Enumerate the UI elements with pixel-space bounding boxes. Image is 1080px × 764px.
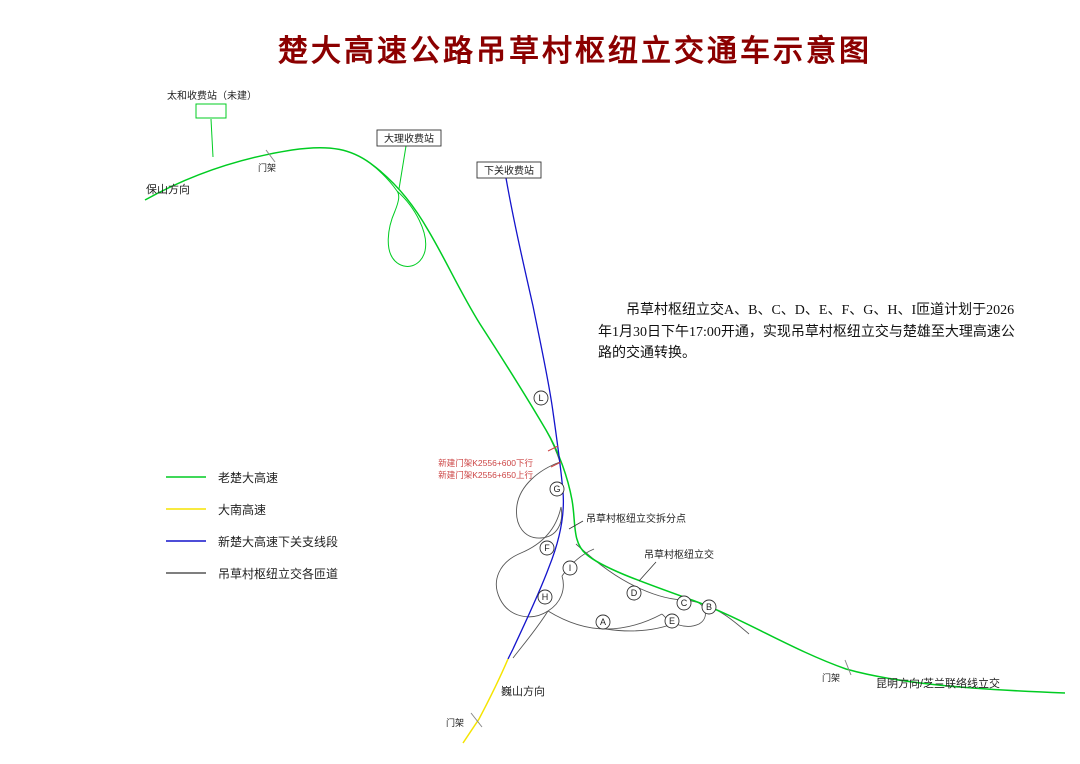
legend-label-interchange-ramps: 吊草村枢纽立交各匝道 xyxy=(218,566,339,581)
kunming-direction-label: 昆明方向/芝兰联络线立交 xyxy=(876,676,1000,690)
interchange-ramp xyxy=(516,461,563,539)
legend-label-danan-expressway: 大南高速 xyxy=(218,502,267,517)
ramp-badge-circle xyxy=(701,599,717,615)
legend: 老楚大高速 大南高速 新楚大高速下关支线段 吊草村枢纽立交各匝道 xyxy=(164,468,338,582)
interchange-ramp xyxy=(685,599,750,635)
ramp-badge-C: C xyxy=(676,595,692,611)
baoshan-direction-label: 保山方向 xyxy=(146,182,190,196)
gantry-tick-right xyxy=(844,659,852,676)
legend-row-old-expressway: 老楚大高速 xyxy=(164,468,338,486)
ramp-badge-letter: E xyxy=(669,616,675,626)
interchange-leader xyxy=(638,561,657,582)
old-expressway-road xyxy=(144,146,1066,694)
new-gantry-down-label: 新建门架K2556+600下行 xyxy=(438,458,533,468)
ramp-badge-letter: D xyxy=(631,588,638,598)
interchange-label: 吊草村枢纽立交 xyxy=(644,548,714,561)
ramp-badge-letter: B xyxy=(706,602,712,612)
ramp-badge-letter: A xyxy=(600,617,606,627)
ramp-badge-circle xyxy=(533,390,549,406)
ramp-badge-circle xyxy=(664,613,680,629)
legend-row-danan-expressway: 大南高速 xyxy=(164,500,338,518)
dali-station-label: 大理收费站 xyxy=(384,132,434,145)
gantry-tick-bottom xyxy=(470,712,483,728)
ramp-badge-letter: F xyxy=(544,543,550,553)
legend-swatch-old-expressway xyxy=(166,476,206,478)
ramp-badge-I: I xyxy=(562,560,578,576)
new-gantry-tick-up xyxy=(550,461,562,468)
ramp-badge-A: A xyxy=(595,614,611,630)
legend-label-xiaguan-branch: 新楚大高速下关支线段 xyxy=(218,534,339,549)
dali-station-connector xyxy=(398,145,407,190)
legend-swatch-danan-expressway xyxy=(166,508,206,510)
old-expressway xyxy=(144,118,1066,694)
page-title: 楚大高速公路吊草村枢纽立交通车示意图 xyxy=(278,35,872,68)
split-point-leader xyxy=(568,520,584,530)
ramp-badge-letter: G xyxy=(553,484,560,494)
legend-label-old-expressway: 老楚大高速 xyxy=(218,470,279,485)
ramp-badge-letter: L xyxy=(538,393,543,403)
interchange-ramp xyxy=(496,506,564,618)
ramp-badge-letter: H xyxy=(542,592,549,602)
ramp-badge-L: L xyxy=(533,390,549,406)
gantry-tick-top xyxy=(265,149,276,163)
ramp-badge-letter: I xyxy=(569,563,572,573)
ramp-badge-E: E xyxy=(664,613,680,629)
interchange-ramp xyxy=(512,610,549,659)
split-point-label: 吊草村枢纽立交拆分点 xyxy=(586,512,686,525)
gantry-label-bottom: 门架 xyxy=(446,717,464,728)
ramp-badge-circle xyxy=(626,585,642,601)
xiaguan-station-box xyxy=(476,161,542,179)
legend-row-xiaguan-branch: 新楚大高速下关支线段 xyxy=(164,532,338,550)
taihe-station-box xyxy=(195,103,227,119)
ramp-badge-G: G xyxy=(549,481,565,497)
weishan-direction-label: 巍山方向 xyxy=(501,684,545,698)
xiaguan-branch-road xyxy=(505,177,565,660)
xiaguan-station-label: 下关收费站 xyxy=(484,164,534,177)
gantry-label-right: 门架 xyxy=(822,672,840,683)
interchange-ramps xyxy=(496,429,750,659)
ramp-badge-B: B xyxy=(701,599,717,615)
ramp-badge-letter: C xyxy=(681,598,688,608)
danan-expressway-road xyxy=(462,658,509,744)
taihe-station-connector xyxy=(210,118,214,158)
ramp-badge-H: H xyxy=(537,589,553,605)
ramp-badge-circle xyxy=(549,481,565,497)
ramp-badge-circle xyxy=(595,614,611,630)
ramp-badge-F: F xyxy=(539,540,555,556)
ramp-badge-circle xyxy=(562,560,578,576)
new-gantry-up-label: 新建门架K2556+650上行 xyxy=(438,470,533,480)
ramp-badge-circle xyxy=(676,595,692,611)
dali-station-box xyxy=(376,129,442,147)
ramp-badge-circle xyxy=(539,540,555,556)
new-gantry-tick-down xyxy=(547,445,559,452)
taihe-station-label: 太和收费站（未建） xyxy=(167,89,257,102)
ramp-badge-circle xyxy=(537,589,553,605)
gantry-label-top: 门架 xyxy=(258,162,276,173)
dali-station-loop-ramp xyxy=(369,162,427,267)
legend-swatch-xiaguan-branch xyxy=(166,540,206,542)
ramp-badge-D: D xyxy=(626,585,642,601)
opening-announcement: 吊草村枢纽立交A、B、C、D、E、F、G、H、I匝道计划于2026年1月30日下… xyxy=(598,303,1015,362)
ramp-badges: L G F I H A D xyxy=(533,390,717,630)
legend-swatch-interchange-ramps xyxy=(166,572,206,574)
legend-row-interchange-ramps: 吊草村枢纽立交各匝道 xyxy=(164,564,338,582)
